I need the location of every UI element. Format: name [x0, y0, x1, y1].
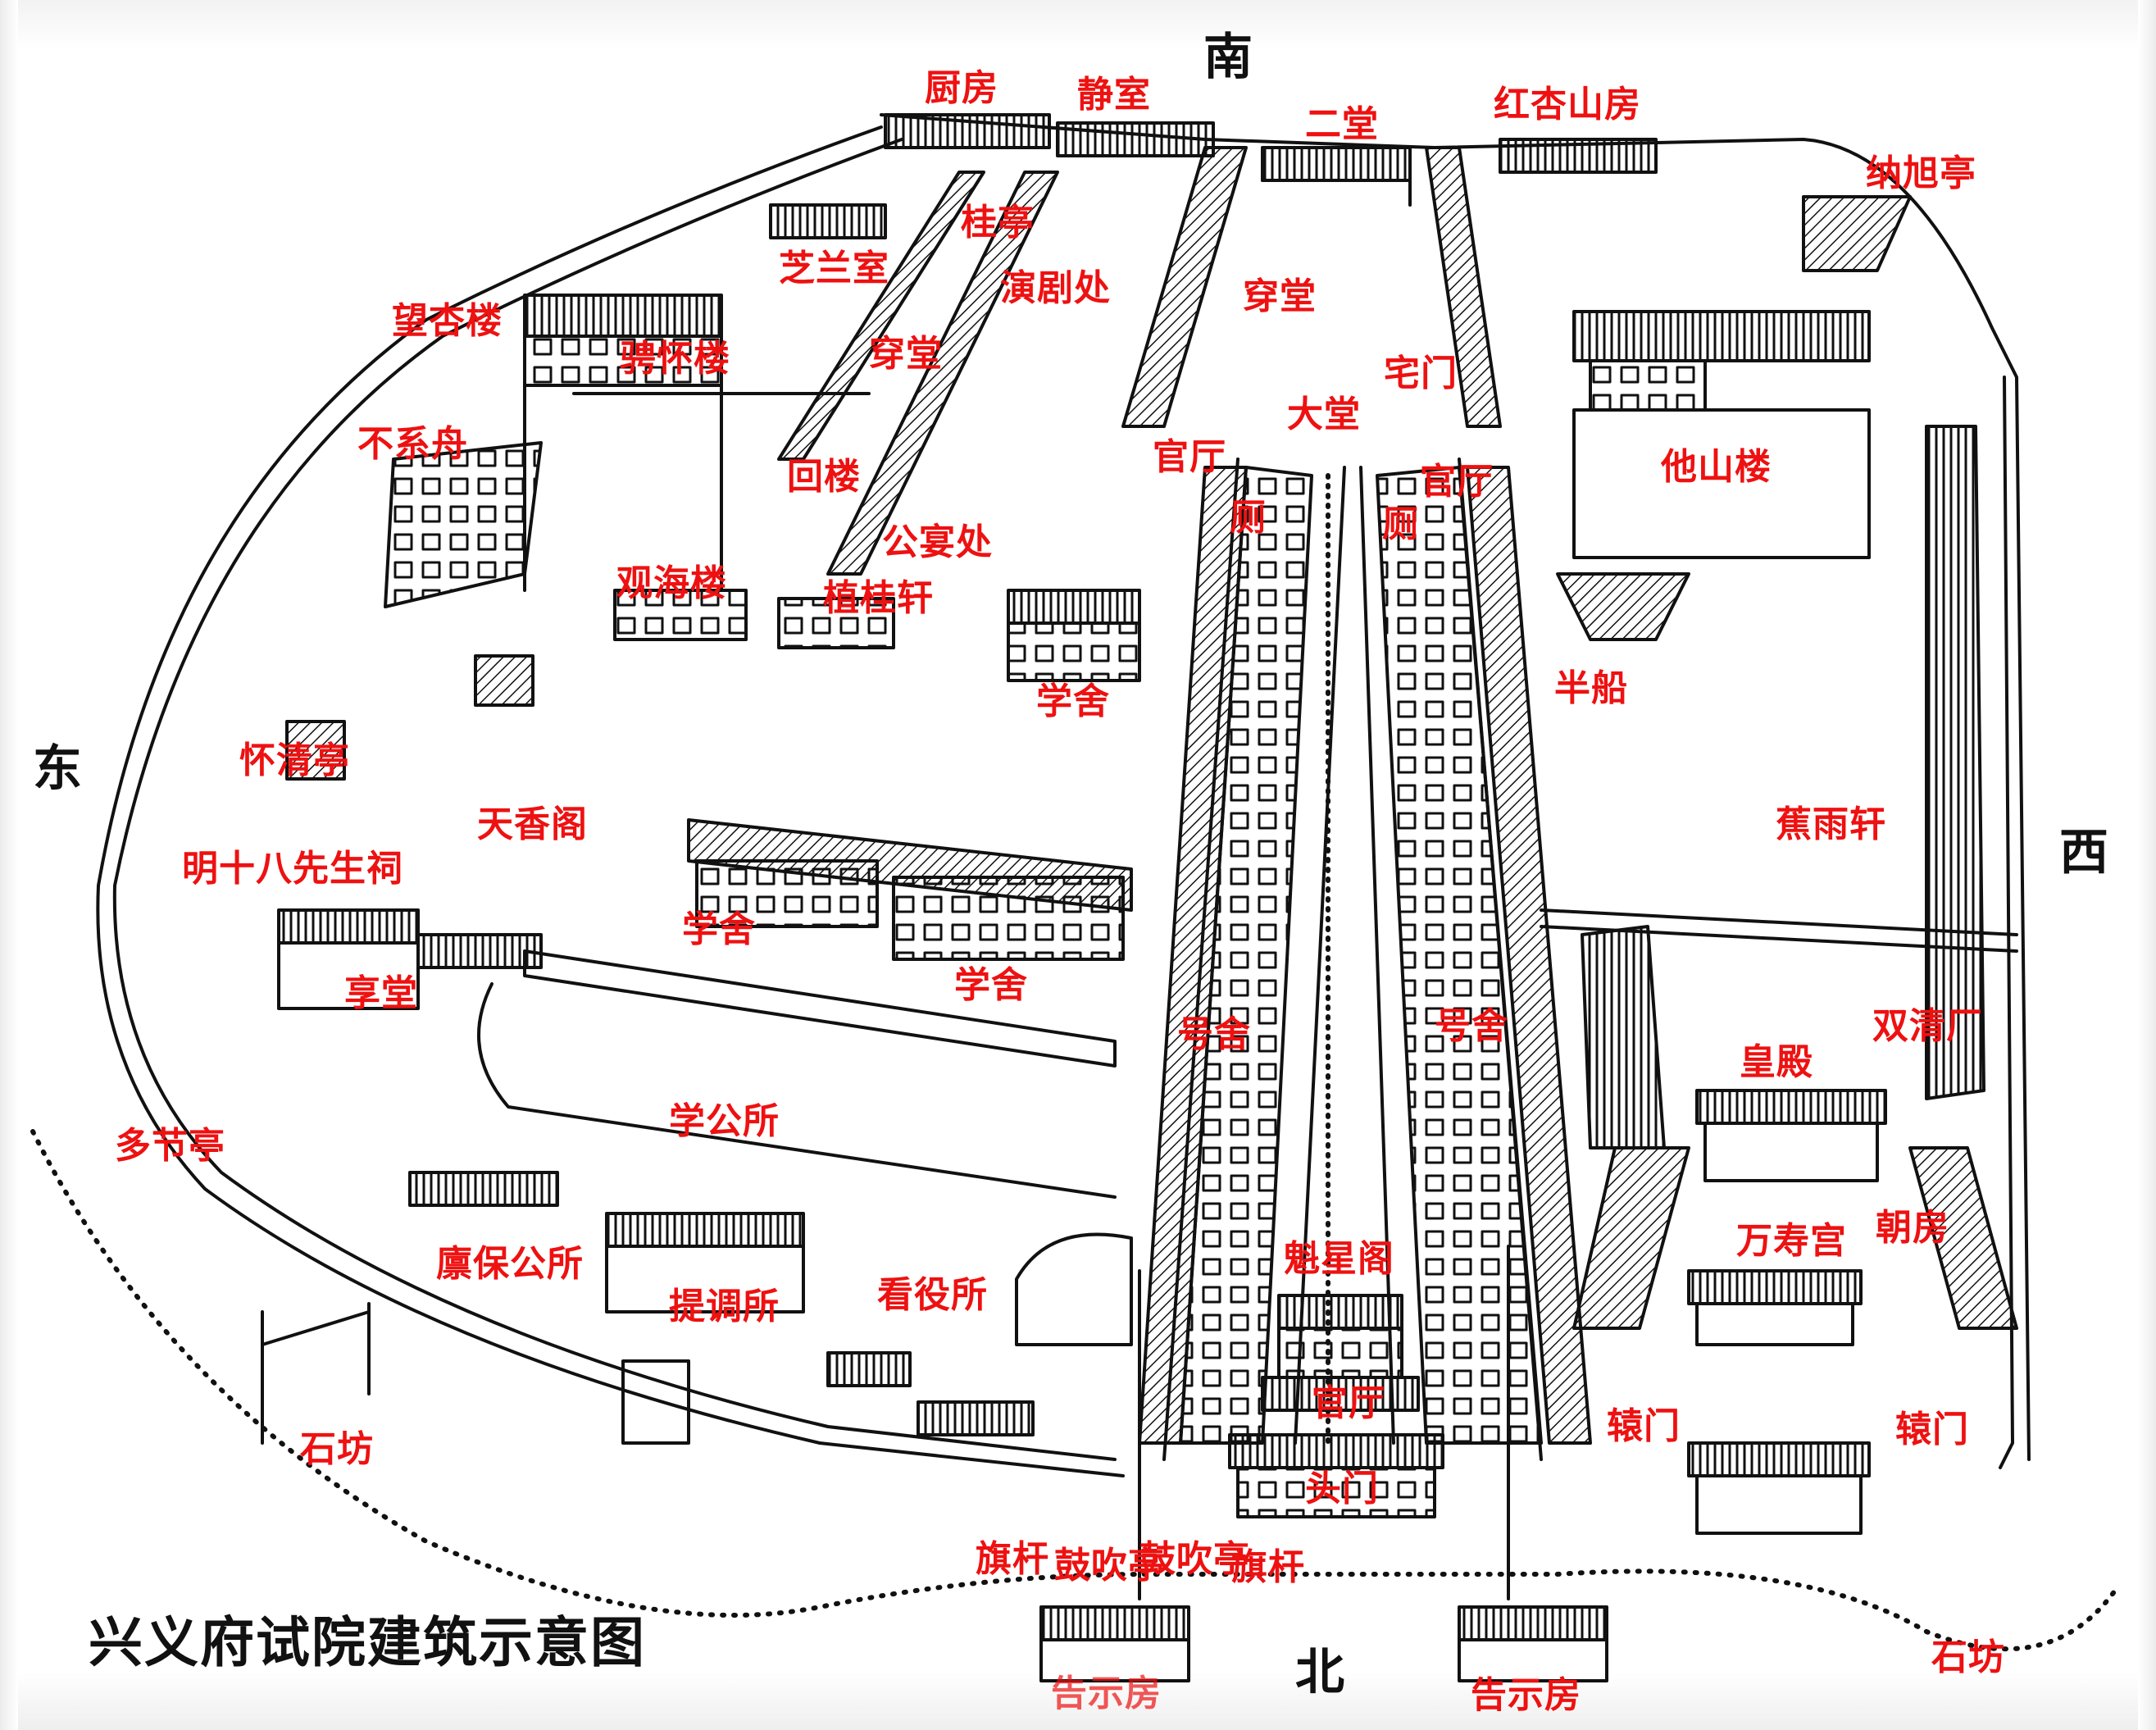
- label-half-boat: 半船: [1554, 667, 1628, 709]
- label-zhigui-pavilion: 植桂轩: [823, 577, 934, 619]
- direction-east: 东: [33, 740, 82, 798]
- label-buxi-boat: 不系舟: [357, 423, 468, 465]
- label-hui-tower: 回楼: [787, 456, 861, 498]
- label-tashan-tower: 他山楼: [1661, 446, 1772, 488]
- label-opera-stage: 演剧处: [1000, 267, 1111, 309]
- central-courtyard: [1139, 459, 1590, 1459]
- label-notice-house-right: 告示房: [1471, 1674, 1581, 1716]
- label-official-hall-right: 官厅: [1420, 461, 1494, 503]
- label-linbao-office: 廪保公所: [436, 1243, 584, 1285]
- label-court-room: 朝房: [1876, 1207, 1949, 1249]
- label-school-office: 学公所: [669, 1100, 780, 1142]
- direction-north: 北: [1295, 1644, 1344, 1701]
- label-sacrifice-hall: 享堂: [344, 972, 418, 1014]
- label-great-hall: 大堂: [1287, 394, 1361, 435]
- label-head-gate: 头门: [1305, 1468, 1379, 1509]
- label-toilet-right: 厕: [1382, 503, 1419, 545]
- label-banquet-place: 公宴处: [882, 521, 993, 563]
- school-dorms: [279, 820, 1131, 1197]
- label-guanhai-tower: 观海楼: [616, 562, 727, 604]
- decorative-frame-top: [0, 0, 2156, 49]
- label-kitchen: 厨房: [925, 67, 998, 109]
- label-official-hall-south: 官厅: [1312, 1382, 1385, 1424]
- label-notice-house-left: 告示房: [1051, 1673, 1162, 1714]
- label-naxu-pavilion: 纳旭亭: [1866, 153, 1976, 194]
- label-stone-arch-left: 石坊: [300, 1428, 374, 1470]
- direction-west: 西: [2059, 824, 2108, 881]
- label-zhilan-room: 芝兰室: [779, 248, 889, 289]
- label-pinhuai-tower: 骋怀楼: [620, 338, 730, 380]
- east-buildings: [1541, 312, 2017, 1345]
- label-kuixing-pavilion: 魁星阁: [1284, 1238, 1394, 1280]
- label-jiaoyu-pavilion: 蕉雨轩: [1776, 804, 1886, 845]
- label-official-hall-left: 官厅: [1153, 436, 1226, 478]
- label-flagpole-right: 旗杆: [1231, 1546, 1305, 1588]
- label-cell-right: 号舍: [1435, 1005, 1508, 1047]
- map-title: 兴义府试院建筑示意图: [89, 1611, 646, 1674]
- label-second-hall: 二堂: [1305, 103, 1379, 145]
- label-drum-pavilion-left: 鼓吹亭: [1054, 1545, 1165, 1587]
- label-school-dorm-west: 学舍: [682, 908, 756, 950]
- south-gate-area: [1041, 1246, 1869, 1681]
- label-passage-hall-north: 穿堂: [1243, 275, 1317, 317]
- label-wanshou-palace: 万寿宫: [1736, 1220, 1847, 1262]
- decorative-frame-right: [2138, 0, 2156, 1730]
- top-buildings: [885, 115, 1910, 271]
- decorative-frame-left: [0, 0, 18, 1730]
- label-duojie-pavilion: 多节亭: [115, 1125, 225, 1167]
- label-passage-hall-west: 穿堂: [869, 333, 943, 375]
- label-shuangqing-hall: 双清厂: [1872, 1005, 1983, 1047]
- direction-south: 南: [1203, 29, 1253, 86]
- label-tianxiang-pavilion: 天香阁: [477, 804, 588, 845]
- label-drum-pavilion-right: 鼓吹亭: [1139, 1538, 1250, 1580]
- label-hongxing-house: 红杏山房: [1494, 84, 1641, 125]
- label-yuan-gate-left: 辕门: [1607, 1405, 1681, 1447]
- label-toilet-left: 厕: [1230, 497, 1267, 539]
- label-tidiao-office: 提调所: [669, 1286, 780, 1327]
- label-quiet-room: 静室: [1077, 74, 1151, 116]
- label-cell-left: 号舍: [1177, 1013, 1251, 1055]
- label-ming18-shrine: 明十八先生祠: [182, 848, 403, 890]
- label-yuan-gate-right: 辕门: [1895, 1409, 1969, 1450]
- southwest-offices: [262, 1172, 1131, 1443]
- label-kanyi-office: 看役所: [877, 1274, 988, 1316]
- label-huaiqing-pavilion: 怀清亭: [239, 740, 350, 781]
- label-school-dorm-north: 学舍: [1036, 681, 1110, 722]
- label-wangxing-tower: 望杏楼: [392, 300, 503, 342]
- label-residence-gate: 宅门: [1384, 353, 1458, 394]
- outer-wall: [98, 115, 2029, 1476]
- label-stone-arch-right: 石坊: [1931, 1637, 2005, 1678]
- dotted-boundary-path: [33, 1131, 2115, 1649]
- label-osmanthus-pavilion: 桂亭: [961, 202, 1035, 244]
- label-flagpole-left: 旗杆: [976, 1538, 1049, 1580]
- label-school-dorm-middle: 学舍: [954, 964, 1028, 1006]
- west-buildings: [287, 205, 1139, 779]
- label-imperial-hall: 皇殿: [1740, 1041, 1813, 1083]
